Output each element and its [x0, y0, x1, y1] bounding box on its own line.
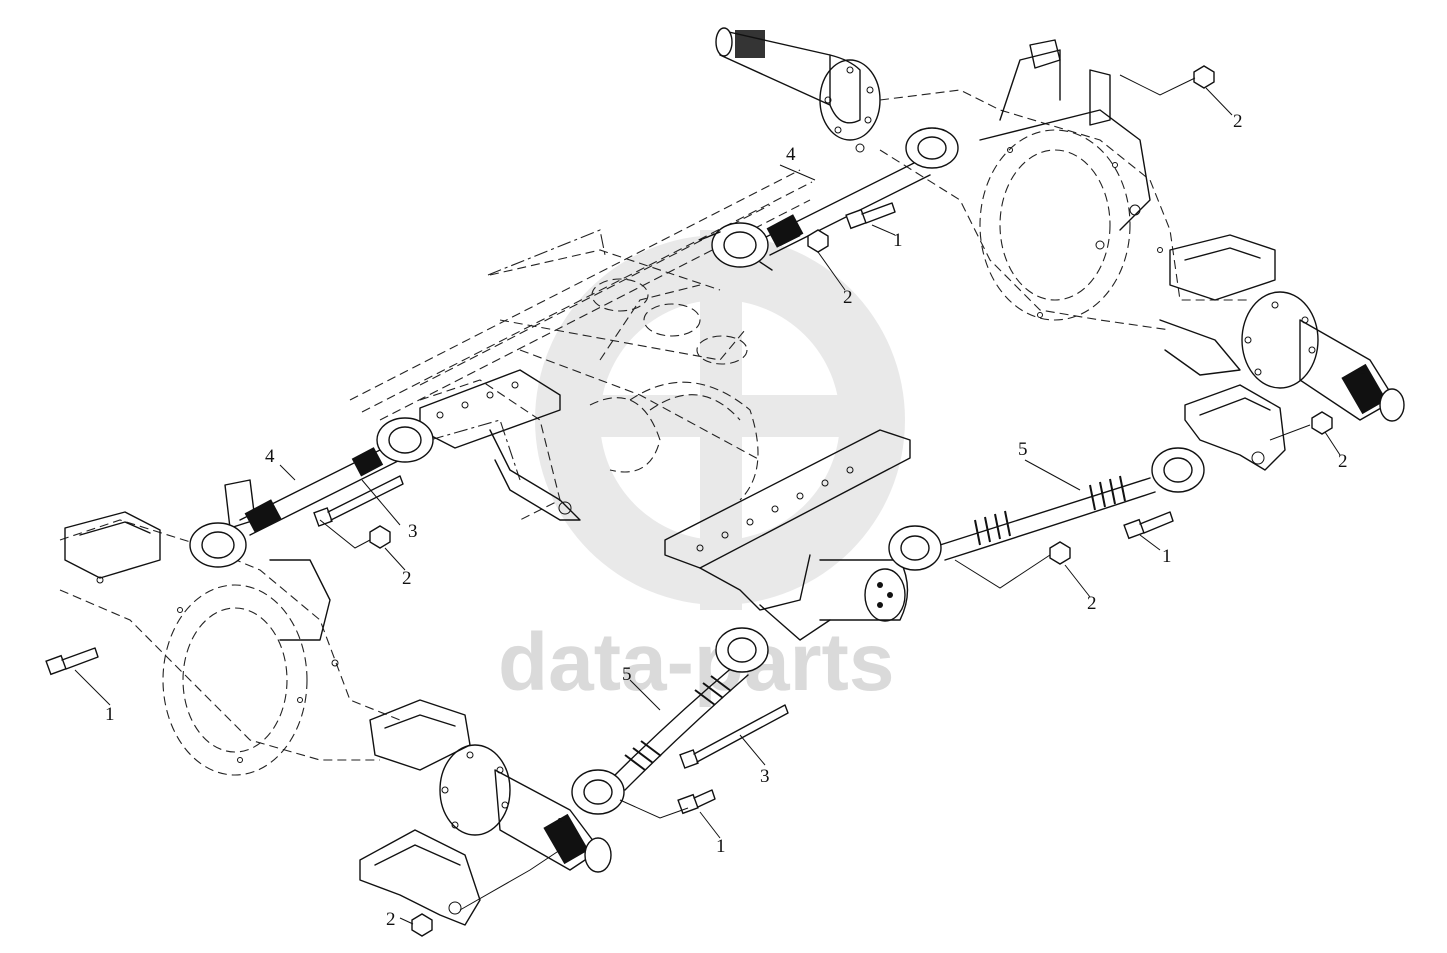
callout-diag-rod-left: 5 [622, 664, 632, 685]
stud-3-left [313, 475, 404, 527]
chassis-frame [349, 169, 813, 521]
diagonal-rod-left [571, 627, 769, 815]
bolt-1-upper [845, 202, 896, 230]
callout-nut-top: 2 [1233, 111, 1243, 132]
crossmember-bracket [419, 369, 581, 521]
nut-2-right-top [1311, 411, 1333, 435]
callout-stud-bottom: 3 [760, 766, 770, 787]
stud-3-bottom [679, 704, 789, 769]
callout-nut-right-bottom: 2 [1087, 593, 1097, 614]
callout-stud-left: 3 [408, 521, 418, 542]
callout-bolt-right: 1 [1162, 546, 1172, 567]
callout-labels: 1 1 1 1 2 2 2 2 2 2 3 3 4 4 5 5 [105, 111, 1348, 930]
callout-bolt-left: 1 [105, 704, 115, 725]
nut-2-upper-mid [807, 229, 829, 253]
watermark-logo [535, 230, 905, 610]
bolt-1-left [45, 647, 99, 676]
callout-rod-lower: 4 [265, 446, 275, 467]
nut-2-bottom [411, 913, 433, 937]
leader-lines [74, 74, 1341, 925]
nut-2-left [369, 525, 391, 549]
callout-diag-rod-right: 5 [1018, 439, 1028, 460]
diagonal-rod-right [888, 447, 1205, 571]
callout-bolt-upper: 1 [893, 230, 903, 251]
callout-rod-upper: 4 [786, 144, 796, 165]
bolt-1-bottom [677, 789, 716, 815]
callout-nut-left: 2 [402, 568, 412, 589]
front-axle-housing [59, 479, 612, 926]
callout-nut-bottom: 2 [386, 909, 396, 930]
callout-nut-upper-mid: 2 [843, 287, 853, 308]
cross-plate [664, 429, 911, 641]
spring-pad-right [1184, 384, 1286, 471]
nut-2-top [1193, 65, 1215, 89]
watermark-text: data-parts [498, 617, 894, 708]
nut-2-right-bottom [1049, 541, 1071, 565]
rear-axle-housing [715, 27, 1405, 422]
bolt-1-right [1123, 511, 1174, 540]
torque-rod-lower [189, 417, 434, 568]
callout-nut-right-top: 2 [1338, 451, 1348, 472]
torque-rod-upper [699, 127, 959, 271]
callout-bolt-bottom: 1 [716, 836, 726, 857]
